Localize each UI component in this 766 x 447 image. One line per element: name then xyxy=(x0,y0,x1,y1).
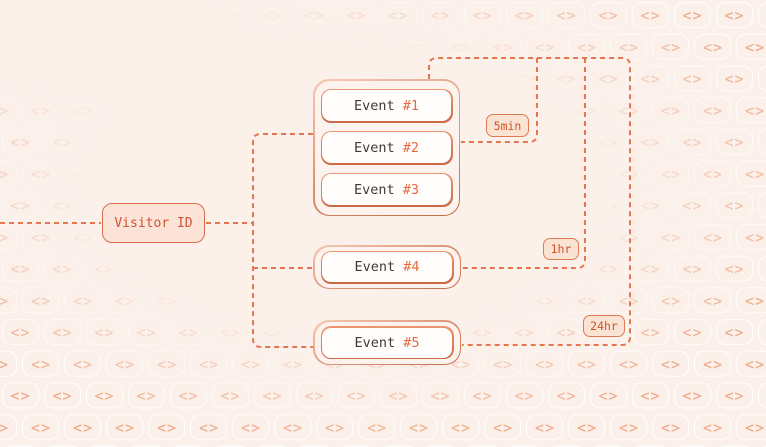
event-4-label: Event xyxy=(354,259,396,275)
event-4-box: Event #4 xyxy=(320,250,454,284)
event-3-box: Event #3 xyxy=(320,172,453,207)
connector-1hr-drop xyxy=(462,58,586,269)
event-2-label: Event xyxy=(354,139,395,156)
connector-top-loop-24hr xyxy=(428,57,631,346)
connector-5min-drop xyxy=(461,58,538,143)
event-4-number: #4 xyxy=(403,259,420,275)
event-3-label: Event xyxy=(354,181,395,198)
time-window-1hr-label: 1hr xyxy=(550,242,572,256)
event-group-5min: Event #1 Event #2 Event #3 xyxy=(313,79,460,216)
event-1-label: Event xyxy=(354,97,395,114)
connector-spine-events xyxy=(252,133,313,348)
time-window-5min-badge: 5min xyxy=(486,114,529,137)
event-group-1hr: Event #4 xyxy=(313,245,461,289)
visitor-id-box: Visitor ID xyxy=(102,203,205,243)
event-5-number: #5 xyxy=(403,334,420,351)
time-window-1hr-badge: 1hr xyxy=(543,238,579,260)
time-window-24hr-label: 24hr xyxy=(590,319,618,333)
event-5-box: Event #5 xyxy=(320,326,454,359)
visitor-id-label: Visitor ID xyxy=(114,215,193,231)
event-group-24hr: Event #5 xyxy=(313,320,461,365)
event-1-box: Event #1 xyxy=(320,88,453,123)
event-2-number: #2 xyxy=(402,139,419,156)
time-window-5min-label: 5min xyxy=(493,118,522,133)
event-5-label: Event xyxy=(354,334,396,351)
event-3-number: #3 xyxy=(402,181,419,198)
event-2-box: Event #2 xyxy=(320,130,453,165)
event-1-number: #1 xyxy=(402,97,419,114)
time-window-24hr-badge: 24hr xyxy=(583,315,625,337)
